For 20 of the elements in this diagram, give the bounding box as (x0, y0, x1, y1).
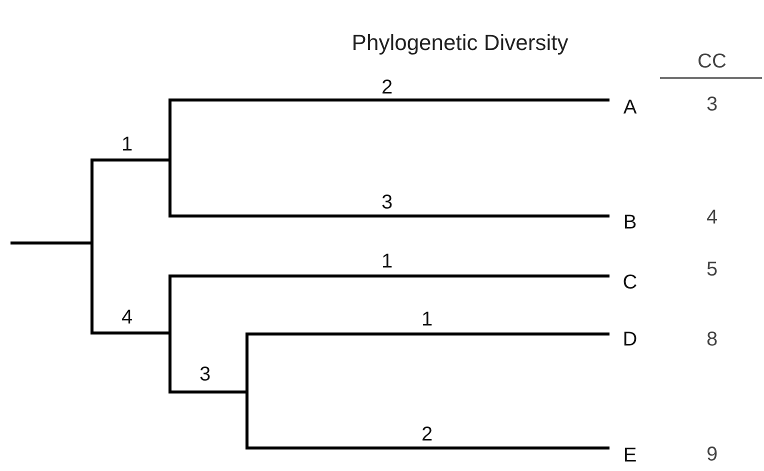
cc-value: 5 (706, 258, 718, 282)
cc-value: 8 (706, 328, 718, 352)
cc-value: 4 (706, 206, 718, 230)
branch-length: 3 (199, 364, 211, 386)
branch-length: 2 (421, 424, 433, 446)
branch-length: 4 (121, 306, 133, 330)
taxon-name: E (623, 444, 637, 468)
column-header: CC (698, 50, 726, 74)
branch-length: 1 (121, 134, 133, 156)
diagram-title: Phylogenetic Diversity (352, 30, 568, 56)
cc-value: 3 (706, 94, 718, 116)
branch-length: 1 (421, 308, 433, 332)
taxon-name: B (623, 212, 637, 234)
cc-value: 9 (706, 444, 718, 466)
branch-length: 1 (381, 250, 393, 274)
taxon-name: D (622, 328, 638, 352)
taxon-name: A (623, 96, 637, 120)
taxon-name: C (622, 272, 638, 294)
branch-length: 3 (381, 192, 393, 214)
branch-length: 2 (381, 76, 393, 100)
